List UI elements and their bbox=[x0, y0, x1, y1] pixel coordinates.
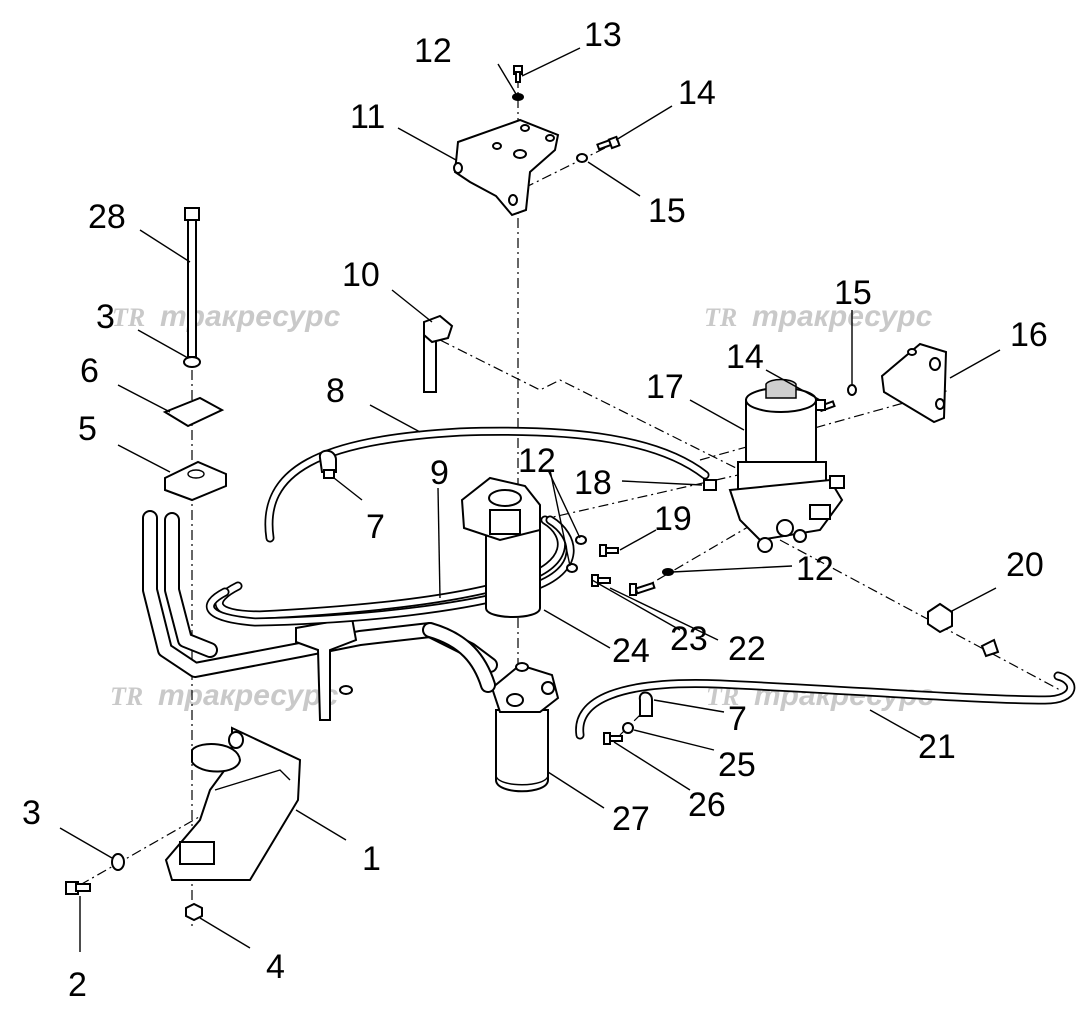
hose-clip-20 bbox=[980, 638, 1000, 658]
washer-12-top bbox=[512, 93, 524, 101]
callout-2: 2 bbox=[68, 966, 87, 1004]
callout-26: 26 bbox=[688, 786, 726, 824]
bolt-14-right bbox=[815, 399, 836, 413]
hose-8 bbox=[264, 426, 710, 543]
callout-14-top: 14 bbox=[678, 74, 716, 112]
callout-15-right: 15 bbox=[834, 274, 872, 312]
callout-14-right: 14 bbox=[726, 338, 764, 376]
svg-text:тракресурс: тракресурс bbox=[158, 679, 339, 712]
watermark-2: TR тракресурс bbox=[704, 300, 933, 333]
callout-24: 24 bbox=[612, 632, 650, 670]
bolt-19 bbox=[599, 544, 619, 557]
fitting-18 bbox=[703, 479, 717, 491]
leader-lines bbox=[59, 47, 1001, 952]
callout-4: 4 bbox=[266, 948, 285, 986]
callout-16: 16 bbox=[1010, 316, 1048, 354]
callout-12-top: 12 bbox=[414, 32, 452, 70]
svg-text:тракресурс: тракресурс bbox=[752, 300, 933, 333]
callout-19: 19 bbox=[654, 500, 692, 538]
nut-4 bbox=[185, 902, 203, 922]
washer-15-right bbox=[847, 384, 857, 396]
washer-25 bbox=[622, 722, 634, 734]
bolt-22 bbox=[629, 581, 656, 596]
hose-21 bbox=[575, 671, 1076, 740]
svg-text:TR: TR bbox=[704, 303, 737, 332]
callout-8: 8 bbox=[326, 372, 345, 410]
filter-separator-17 bbox=[728, 378, 845, 553]
filter-24 bbox=[460, 476, 541, 618]
bolt-14-top bbox=[596, 135, 621, 151]
callout-11: 11 bbox=[350, 98, 385, 136]
bracket-11 bbox=[453, 118, 560, 217]
bolt-13 bbox=[513, 65, 523, 83]
washer-15-top bbox=[576, 153, 588, 163]
clip-7-upper bbox=[318, 449, 337, 479]
washer-3-bottom bbox=[111, 853, 125, 871]
callout-10: 10 bbox=[342, 256, 380, 294]
washer-3-top bbox=[183, 356, 201, 368]
bolt-2 bbox=[65, 881, 91, 895]
callout-3-top: 3 bbox=[96, 298, 115, 336]
callout-15-top: 15 bbox=[648, 192, 686, 230]
washer-12-b bbox=[566, 563, 578, 573]
watermark-1: TR тракресурс bbox=[112, 300, 341, 333]
callout-labels: 28 3 6 5 8 7 9 10 11 12 13 14 15 12 18 1… bbox=[22, 16, 1048, 1004]
callout-25: 25 bbox=[718, 746, 756, 784]
callout-17: 17 bbox=[646, 368, 684, 406]
callout-12-right: 12 bbox=[796, 550, 834, 588]
svg-text:TR: TR bbox=[112, 303, 145, 332]
bolt-26 bbox=[603, 732, 623, 745]
callout-13: 13 bbox=[584, 16, 622, 54]
callout-7-upper: 7 bbox=[366, 508, 385, 546]
callout-5: 5 bbox=[78, 410, 97, 448]
hose-9 bbox=[205, 515, 575, 627]
callout-12-mid: 12 bbox=[518, 442, 556, 480]
callout-27: 27 bbox=[612, 800, 650, 838]
callout-7-lower: 7 bbox=[728, 700, 747, 738]
callout-22: 22 bbox=[728, 630, 766, 668]
clip-7-lower bbox=[638, 691, 653, 717]
callout-3-bottom: 3 bbox=[22, 794, 41, 832]
plate-6 bbox=[162, 396, 225, 428]
filter-27 bbox=[490, 662, 560, 793]
callout-1: 1 bbox=[362, 840, 381, 878]
svg-text:TR: TR bbox=[110, 682, 143, 711]
bracket-1 bbox=[164, 726, 302, 881]
callout-21: 21 bbox=[918, 728, 956, 766]
bracket-16 bbox=[880, 342, 948, 424]
callout-18: 18 bbox=[574, 464, 612, 502]
connector-hose bbox=[422, 622, 496, 693]
callout-6: 6 bbox=[80, 352, 99, 390]
callout-23: 23 bbox=[670, 620, 708, 658]
washer-12-c bbox=[662, 568, 674, 576]
callout-28: 28 bbox=[88, 198, 126, 236]
watermark-3: TR тракресурс bbox=[110, 679, 339, 712]
callout-9: 9 bbox=[430, 454, 449, 492]
cap-20 bbox=[927, 602, 953, 634]
long-bolt-28 bbox=[184, 207, 200, 358]
callout-20: 20 bbox=[1006, 546, 1044, 584]
washer-12-a bbox=[575, 535, 587, 545]
clamp-block-5 bbox=[164, 460, 227, 502]
elbow-fitting-10 bbox=[423, 314, 454, 393]
